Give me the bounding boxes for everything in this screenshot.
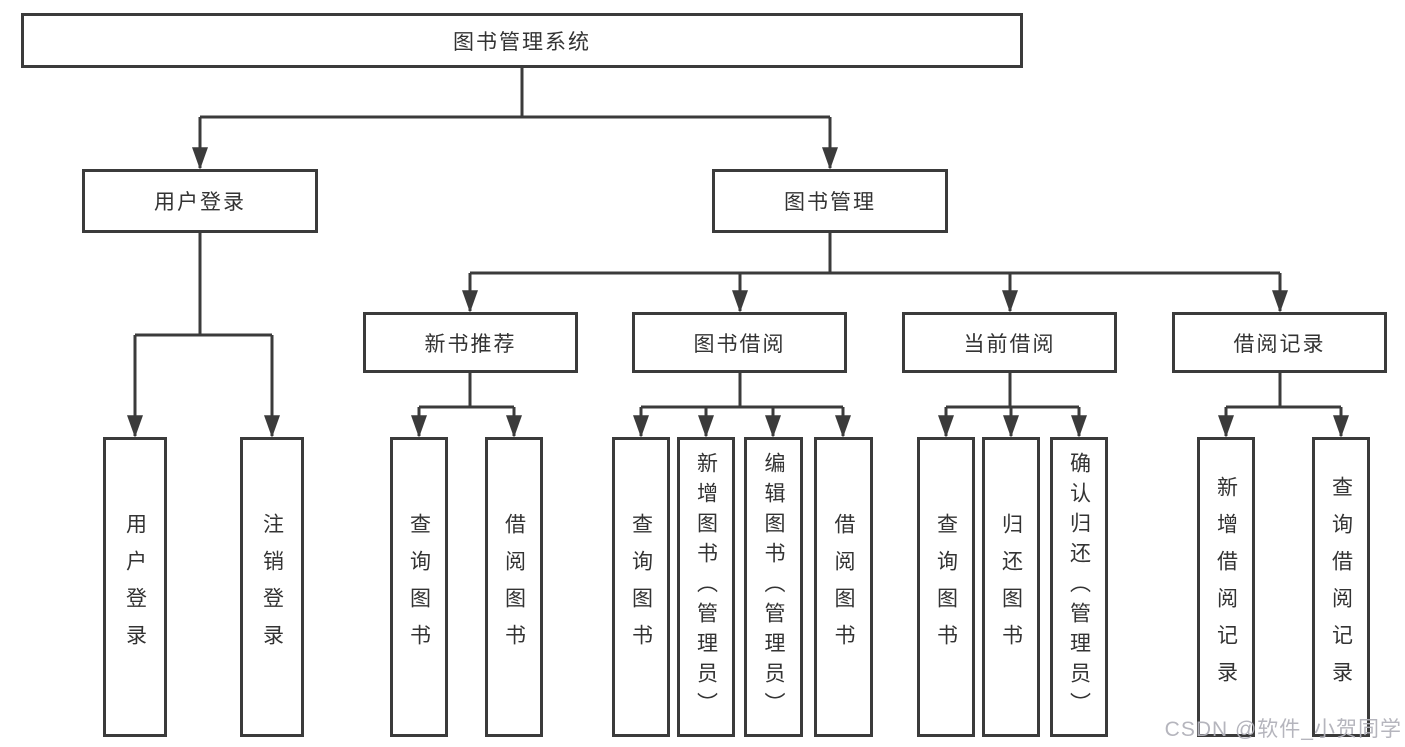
leaf-record-query-borrow-record: 查询借阅记录 — [1312, 437, 1370, 737]
leaf-borrow-query-book: 查询图书 — [612, 437, 670, 737]
leaf-borrow-add-book-admin: 新增图书（管理员） — [677, 437, 735, 737]
node-current-borrow: 当前借阅 — [902, 312, 1117, 373]
leaf-newbook-query-book: 查询图书 — [390, 437, 448, 737]
node-user-login: 用户登录 — [82, 169, 318, 233]
node-root-library-system: 图书管理系统 — [21, 13, 1023, 68]
csdn-watermark: CSDN @软件_小贺同学 — [1164, 718, 1402, 741]
node-book-management: 图书管理 — [712, 169, 948, 233]
leaf-newbook-borrow-book: 借阅图书 — [485, 437, 543, 737]
leaf-current-return-book: 归还图书 — [982, 437, 1040, 737]
node-new-book-recommend: 新书推荐 — [363, 312, 578, 373]
node-borrow-record: 借阅记录 — [1172, 312, 1387, 373]
leaf-borrow-borrow-book: 借阅图书 — [814, 437, 873, 737]
leaf-record-add-borrow-record: 新增借阅记录 — [1197, 437, 1255, 737]
leaf-current-query-book: 查询图书 — [917, 437, 975, 737]
node-book-borrow: 图书借阅 — [632, 312, 847, 373]
leaf-borrow-edit-book-admin: 编辑图书（管理员） — [744, 437, 803, 737]
leaf-logout-login: 注销登录 — [240, 437, 304, 737]
leaf-current-confirm-return-admin: 确认归还（管理员） — [1050, 437, 1108, 737]
leaf-user-login: 用户登录 — [103, 437, 167, 737]
